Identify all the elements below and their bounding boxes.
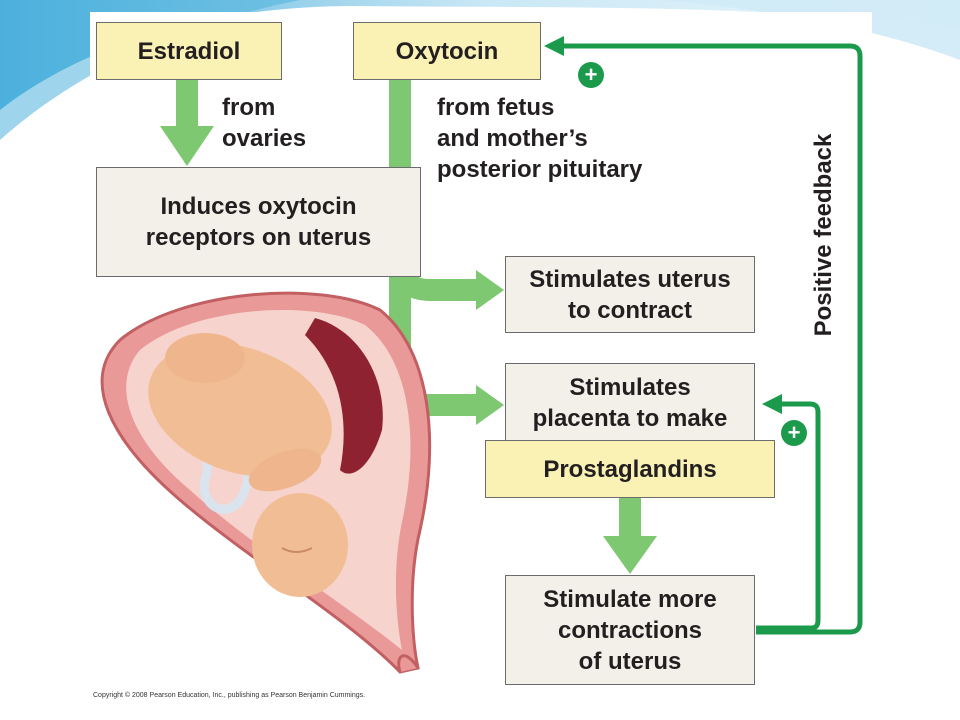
- induces-receptors-box: Induces oxytocin receptors on uterus: [96, 167, 421, 277]
- plus-sign-icon: +: [781, 420, 807, 446]
- more-contractions-line-2: contractions: [557, 616, 702, 644]
- placenta: [305, 318, 383, 474]
- from-ovaries-note: from ovaries: [222, 92, 306, 154]
- uterus-arrow-head: [476, 270, 504, 310]
- stimulates-uterus-box: Stimulates uterus to contract: [505, 256, 755, 333]
- placenta-arrow-head: [476, 385, 504, 425]
- more-contractions-line-3: of uterus: [578, 647, 682, 675]
- induces-line-1: Induces oxytocin: [160, 193, 357, 220]
- from-ovaries-line-1: from: [222, 94, 276, 121]
- estradiol-label: Estradiol: [137, 37, 241, 65]
- fetus-face: [281, 547, 313, 553]
- oxytocin-box: Oxytocin: [353, 22, 541, 80]
- copyright-text: Copyright © 2008 Pearson Education, Inc.…: [93, 692, 366, 699]
- from-ovaries-line-2: ovaries: [222, 125, 307, 152]
- stimulates-placenta-box: Stimulates placenta to make: [505, 363, 755, 442]
- cervix: [397, 654, 420, 673]
- feedback-inner-arrow-head: [762, 394, 782, 414]
- stimulates-uterus-line-2: to contract: [567, 296, 692, 324]
- feedback-outer-arrow-head: [544, 36, 564, 56]
- from-fetus-line-3: posterior pituitary: [437, 156, 643, 183]
- feedback-outer-loop: [560, 43, 863, 635]
- stimulates-placenta-line-2: placenta to make: [532, 404, 728, 432]
- positive-feedback-label: Positive feedback: [810, 133, 837, 337]
- prostaglandins-arrow-shaft: [619, 498, 641, 538]
- prostaglandins-arrow-head: [603, 536, 657, 574]
- induces-line-2: receptors on uterus: [145, 224, 372, 251]
- more-contractions-box: Stimulate more contractions of uterus: [505, 575, 755, 685]
- estradiol-box: Estradiol: [96, 22, 282, 80]
- fetus-leg: [165, 333, 245, 383]
- oxytocin-label: Oxytocin: [395, 37, 499, 65]
- stimulates-uterus-line-1: Stimulates uterus: [529, 265, 731, 293]
- feedback-inner-loop: [756, 401, 821, 631]
- stimulates-placenta-line-1: Stimulates: [569, 373, 691, 401]
- prostaglandins-label: Prostaglandins: [543, 455, 717, 483]
- from-fetus-line-2: and mother’s: [437, 125, 588, 152]
- estradiol-arrow-head: [160, 126, 214, 166]
- more-contractions-line-1: Stimulate more: [543, 585, 717, 613]
- from-fetus-note: from fetus and mother’s posterior pituit…: [437, 92, 642, 185]
- from-fetus-line-1: from fetus: [437, 94, 555, 121]
- plus-sign-icon: +: [578, 62, 604, 88]
- fetus-arm: [248, 448, 322, 492]
- fetus-head: [252, 493, 348, 597]
- estradiol-arrow-shaft: [176, 80, 198, 128]
- prostaglandins-box: Prostaglandins: [485, 440, 775, 498]
